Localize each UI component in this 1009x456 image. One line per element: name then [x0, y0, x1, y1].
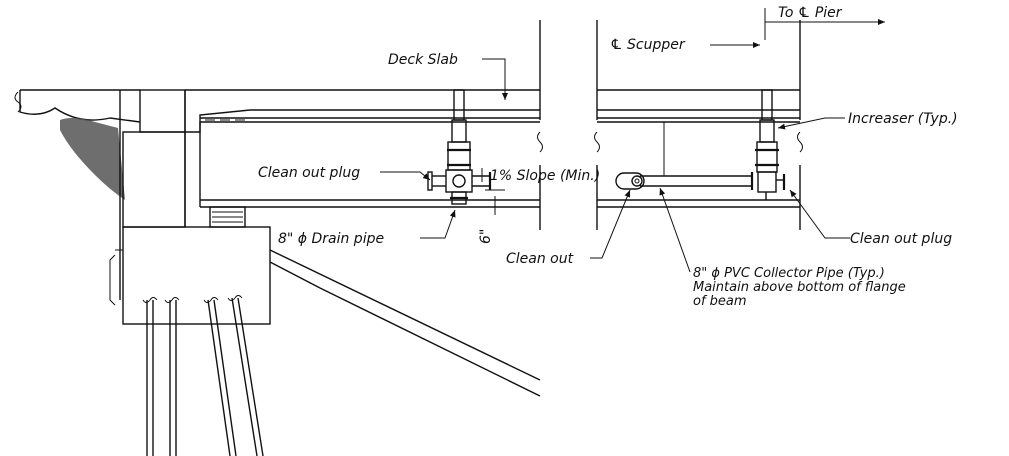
pier-cap — [109, 226, 271, 325]
label-clean-out-plug-left: Clean out plug — [258, 165, 360, 181]
bearing — [209, 206, 246, 228]
label-to-pier: To ℄ Pier — [778, 5, 843, 21]
label-collector-note: Maintain above bottom of flange — [693, 280, 906, 295]
label-six-inch: 6" — [478, 229, 494, 244]
slope-protection — [269, 249, 541, 397]
label-collector-note-2: of beam — [693, 294, 747, 309]
deck-slab-left — [185, 20, 543, 230]
drain-assembly-right — [755, 89, 786, 200]
label-clean-out-plug-right: Clean out plug — [850, 231, 952, 247]
label-slope: 1% Slope (Min.) — [490, 168, 600, 184]
collector-pipe — [615, 122, 754, 190]
label-scupper: ℄ Scupper — [610, 37, 686, 53]
drain-assembly-left — [427, 89, 492, 205]
label-clean-out: Clean out — [506, 251, 574, 267]
backwall — [119, 89, 186, 300]
leader-lines — [380, 8, 885, 273]
label-increaser: Increaser (Typ.) — [848, 111, 958, 127]
piles — [142, 295, 264, 456]
gravel-fill — [60, 117, 125, 200]
label-deck-slab: Deck Slab — [388, 52, 458, 68]
six-inch-dimension — [485, 189, 505, 215]
label-collector-pipe: 8" ϕ PVC Collector Pipe (Typ.) — [693, 266, 885, 281]
label-drain-pipe: 8" ϕ Drain pipe — [278, 231, 384, 247]
backfill-slab — [14, 89, 141, 200]
